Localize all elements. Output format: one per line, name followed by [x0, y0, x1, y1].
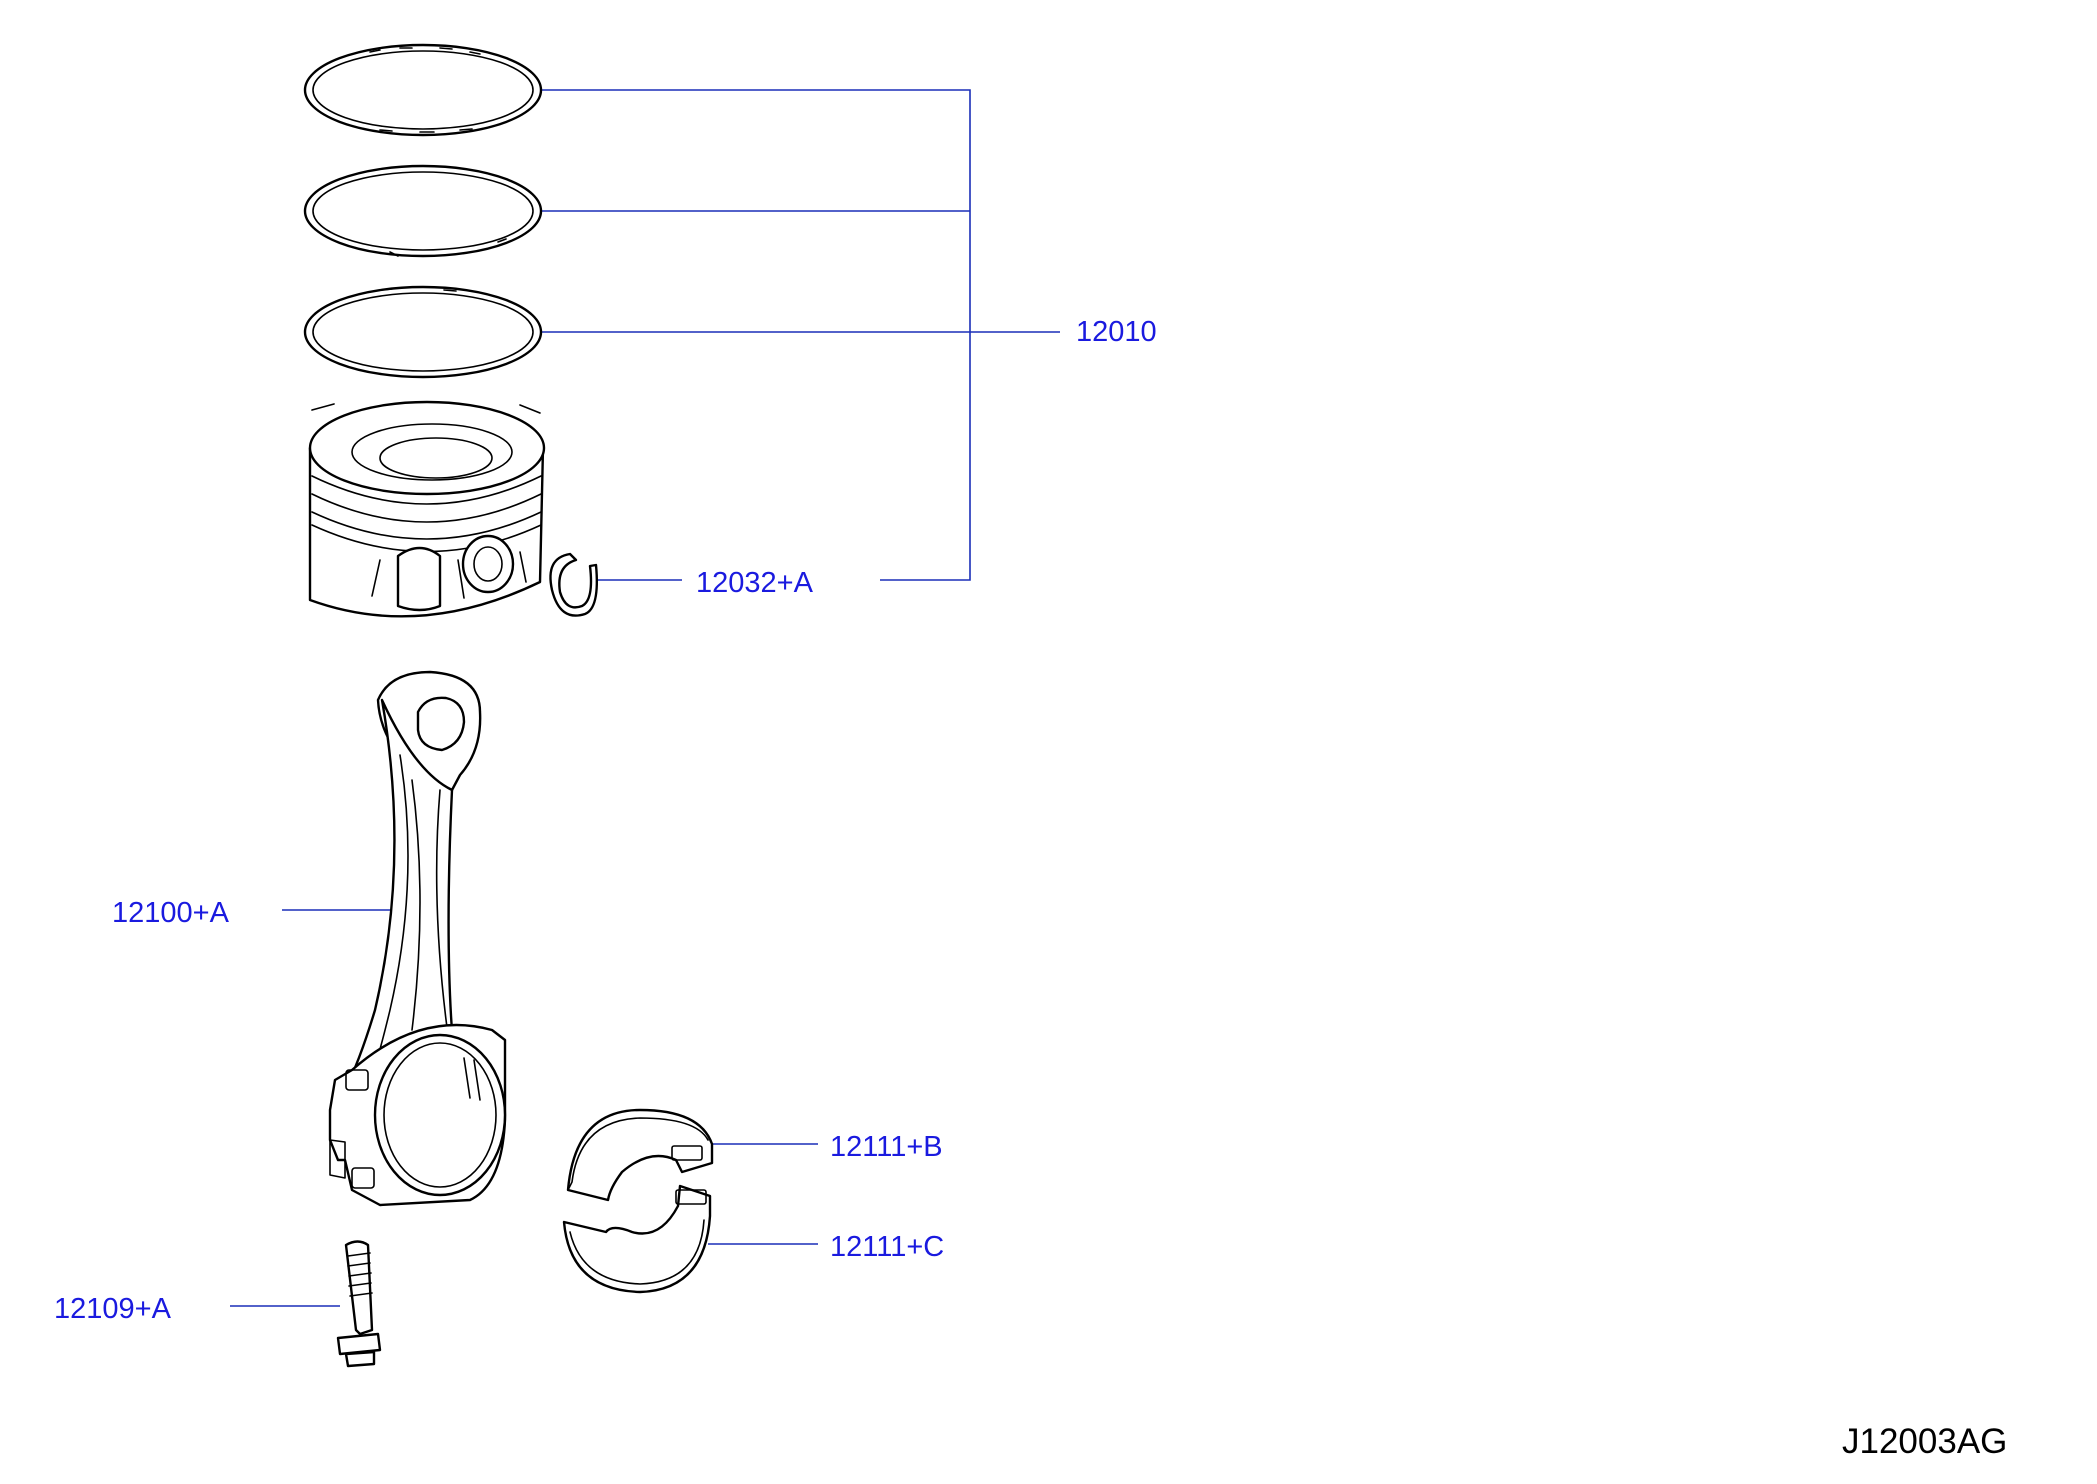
rod-bolt[interactable]: [336, 1240, 382, 1368]
snap-ring[interactable]: [549, 552, 599, 617]
callout-rod-bearing-upper[interactable]: 12111+B: [830, 1131, 943, 1163]
leader-lines: [230, 89, 1060, 1307]
piston-ring-second[interactable]: [303, 164, 543, 258]
diagram-code: J12003AG: [1842, 1422, 2008, 1461]
callout-snap-ring[interactable]: 12032+A: [696, 567, 813, 599]
piston[interactable]: [308, 400, 546, 618]
rod-bearing-lower[interactable]: [562, 1184, 712, 1294]
callout-connecting-rod[interactable]: 12100+A: [112, 897, 229, 929]
rod-bearing-upper[interactable]: [566, 1108, 714, 1202]
callout-rod-bearing-lower[interactable]: 12111+C: [830, 1231, 945, 1263]
piston-ring-top[interactable]: [303, 43, 543, 137]
piston-ring-oil[interactable]: [303, 285, 543, 379]
callout-rod-bolt[interactable]: 12109+A: [54, 1293, 171, 1325]
callout-piston-ring-set[interactable]: 12010: [1076, 316, 1157, 348]
connecting-rod[interactable]: [328, 670, 507, 1207]
